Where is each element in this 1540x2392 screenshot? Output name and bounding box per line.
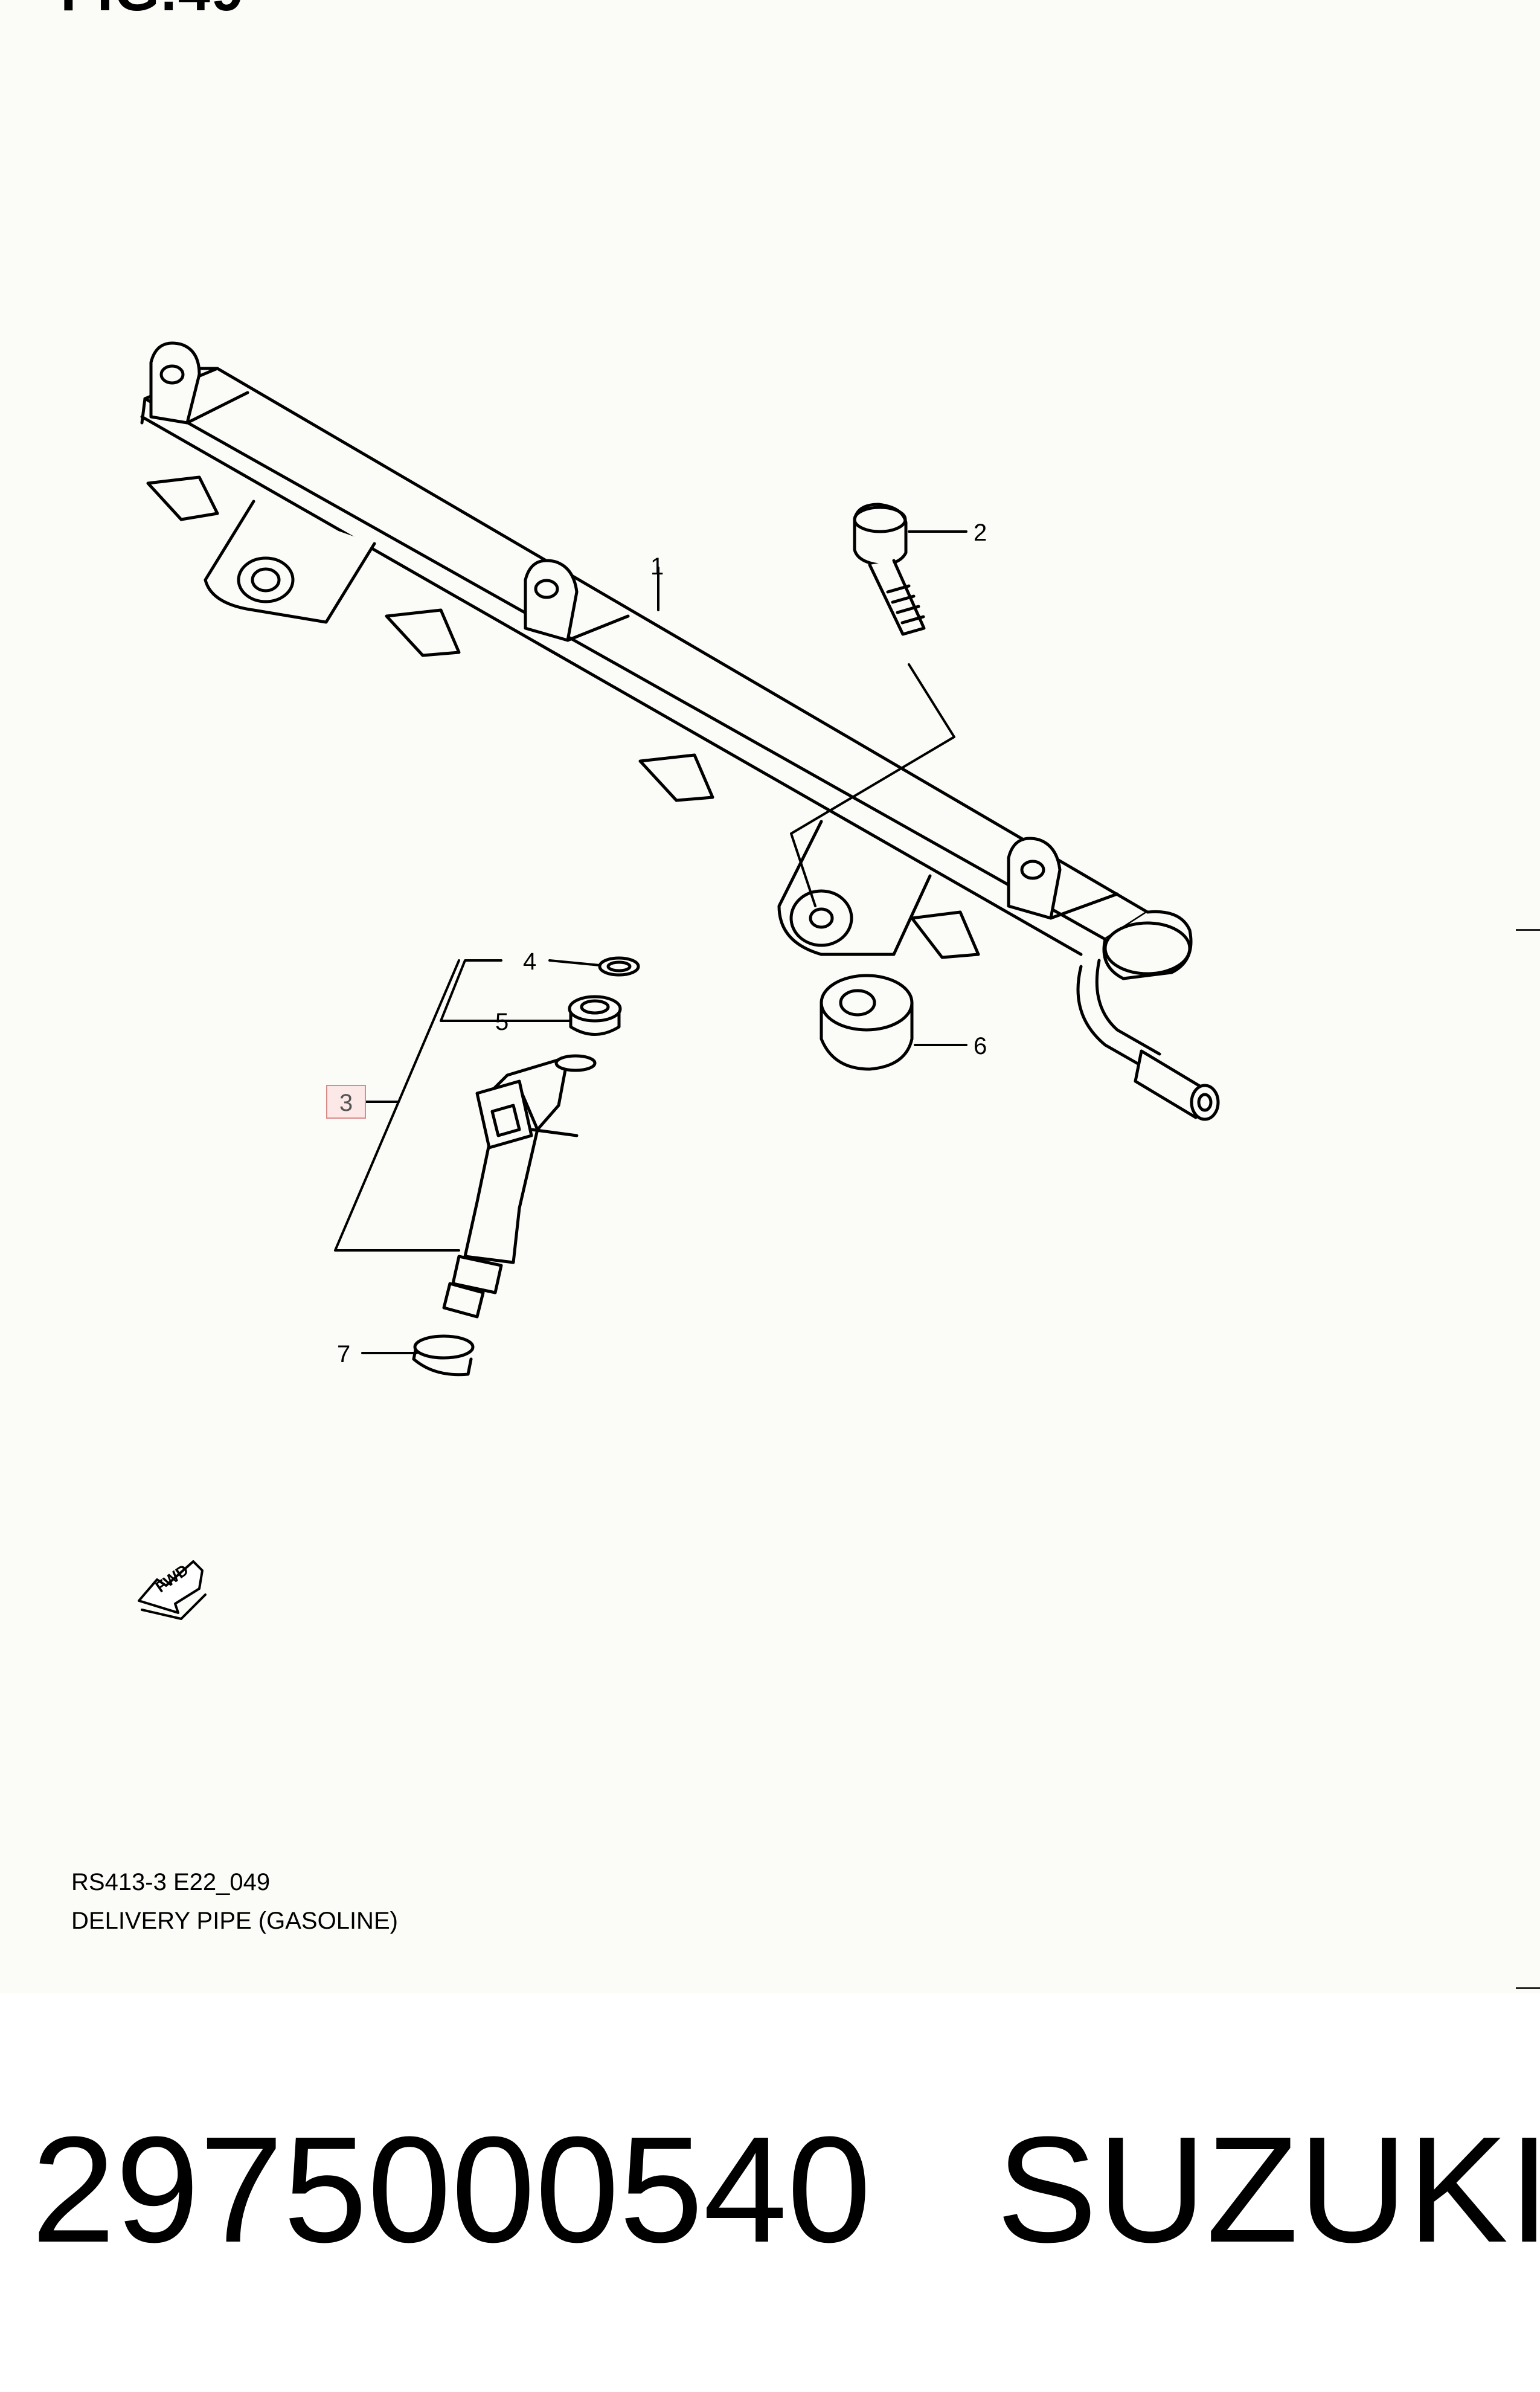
diagram-code: RS413-3 E22_049 [71, 1869, 271, 1895]
injector [442, 1054, 597, 1319]
forward-arrow [138, 1560, 207, 1620]
callout-1: 1 [650, 553, 664, 580]
bolt [853, 503, 926, 636]
diagram-drawing [138, 341, 1220, 1620]
o-ring [598, 956, 640, 977]
brand-name: SUZUKI [996, 2105, 1540, 2274]
diagram-name: DELIVERY PIPE (GASOLINE) [71, 1908, 398, 1934]
callout-4: 4 [523, 948, 537, 975]
figure-title: FIG.49 [60, 0, 245, 24]
delivery-pipe [140, 341, 1220, 1121]
edge-mark [1516, 929, 1540, 931]
parts-diagram: FIG.49 [60, 0, 1540, 1989]
callout-7: 7 [337, 1341, 351, 1368]
leader-lines [334, 530, 967, 1354]
grommet [820, 974, 914, 1071]
callout-6: 6 [974, 1033, 987, 1059]
injector-seal [412, 1334, 475, 1377]
cushion [568, 995, 622, 1036]
callout-5: 5 [495, 1009, 509, 1035]
callout-2: 2 [974, 519, 987, 546]
part-number: 2975000540 [31, 2105, 871, 2274]
callout-3[interactable]: 3 [326, 1085, 366, 1119]
footer-bar [0, 1993, 1540, 2392]
edge-mark [1516, 1987, 1540, 1989]
